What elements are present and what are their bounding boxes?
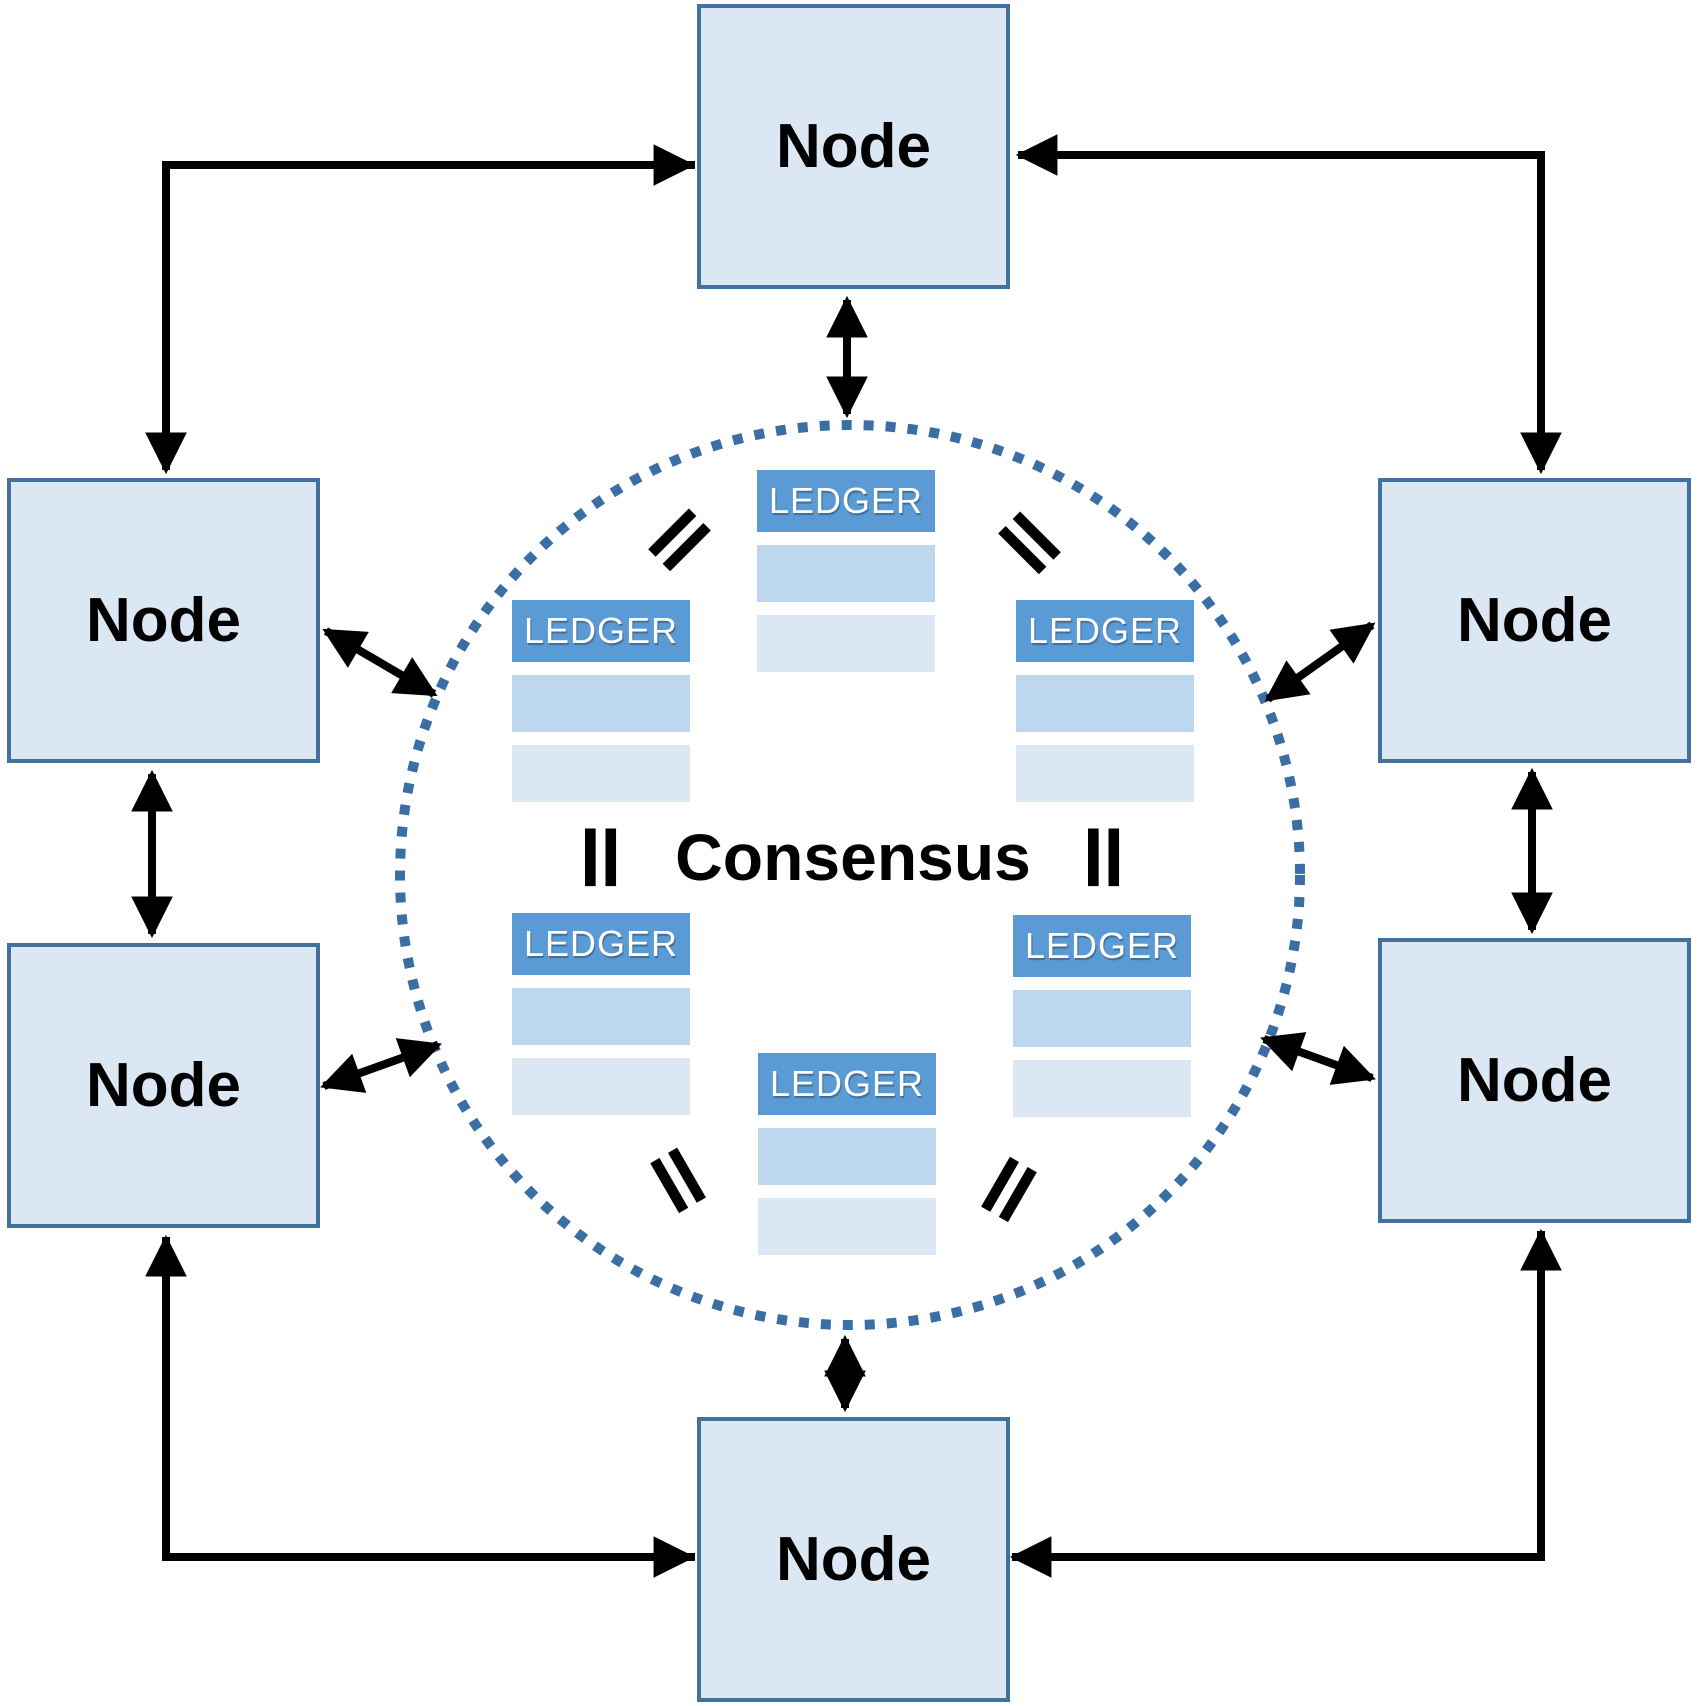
elbow-bottom-left — [162, 1237, 695, 1561]
equals-icon-middle-left: = — [550, 818, 657, 896]
ledger-row — [1013, 990, 1191, 1047]
ledger-row — [1016, 745, 1194, 802]
elbow-top-left — [162, 161, 695, 470]
consensus-label: Consensus — [675, 820, 1031, 894]
ledger-header: LEDGER — [758, 1053, 936, 1115]
ledger-row — [512, 675, 690, 732]
node-label: Node — [86, 586, 241, 655]
ledger-row — [758, 1198, 936, 1255]
node-box-right-upper: Node — [1378, 478, 1691, 763]
ledger-row — [757, 545, 935, 602]
node-label: Node — [86, 1051, 241, 1120]
elbow-bottom-right — [1012, 1231, 1545, 1561]
ledger-row — [1016, 675, 1194, 732]
node-label: Node — [1457, 586, 1612, 655]
node-box-right-lower: Node — [1378, 938, 1691, 1223]
ledger-top: LEDGER — [757, 470, 935, 672]
ledger-middle-left: LEDGER — [512, 600, 690, 802]
node-box-bottom: Node — [697, 1417, 1010, 1702]
ledger-header: LEDGER — [512, 913, 690, 975]
node-box-top: Node — [697, 4, 1010, 289]
ledger-header: LEDGER — [1013, 915, 1191, 977]
elbow-top-right — [1018, 151, 1545, 470]
ledger-row — [512, 988, 690, 1045]
node-label: Node — [776, 112, 931, 181]
ledger-header: LEDGER — [757, 470, 935, 532]
consensus-circle — [395, 420, 1305, 1330]
ledger-row — [758, 1128, 936, 1185]
ledger-lower-left: LEDGER — [512, 913, 690, 1115]
ledger-header: LEDGER — [512, 600, 690, 662]
ledger-row — [512, 745, 690, 802]
equals-icon-middle-right: = — [1053, 818, 1160, 896]
ledger-middle-right: LEDGER — [1016, 600, 1194, 802]
ledger-header: LEDGER — [1016, 600, 1194, 662]
ledger-row — [757, 615, 935, 672]
node-label: Node — [1457, 1046, 1612, 1115]
node-box-left-lower: Node — [7, 943, 320, 1228]
ledger-bottom: LEDGER — [758, 1053, 936, 1255]
ledger-lower-right: LEDGER — [1013, 915, 1191, 1117]
ledger-row — [512, 1058, 690, 1115]
ledger-row — [1013, 1060, 1191, 1117]
node-box-left-upper: Node — [7, 478, 320, 763]
node-label: Node — [776, 1525, 931, 1594]
